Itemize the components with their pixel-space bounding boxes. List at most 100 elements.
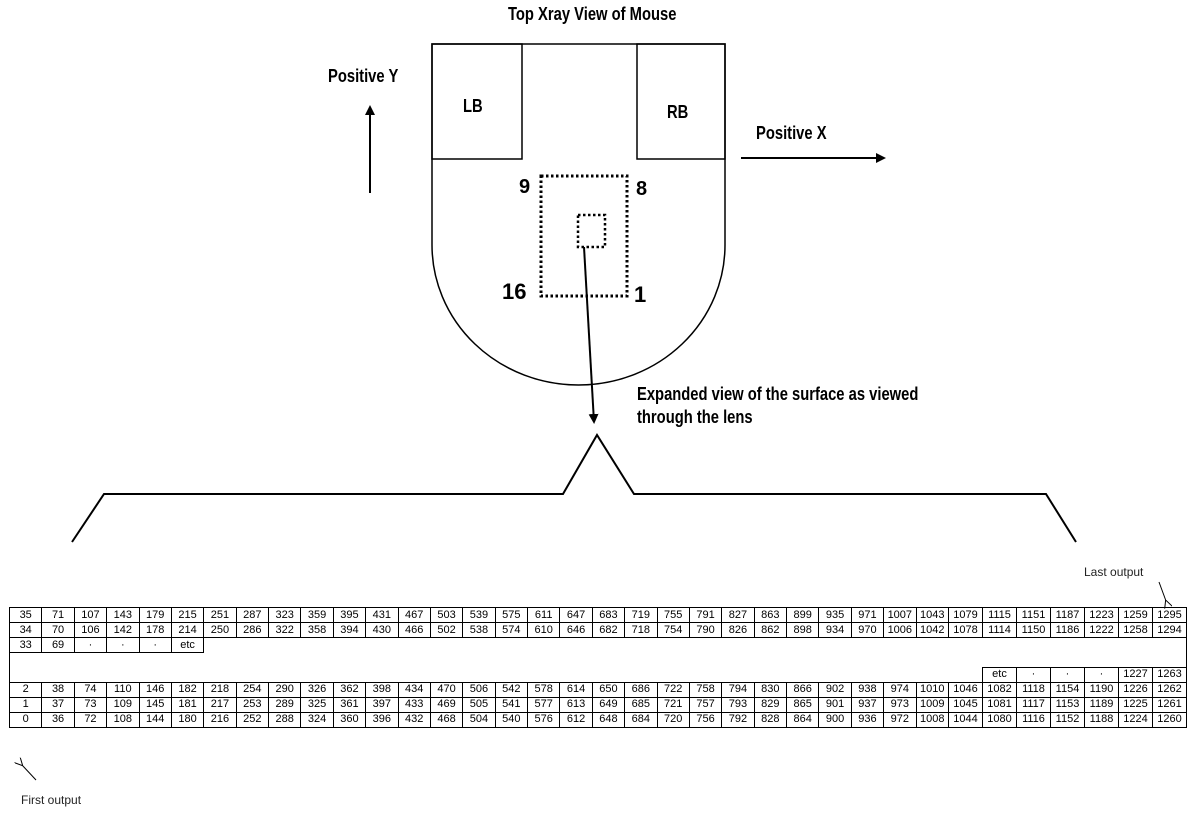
table-cell: 576 — [526, 711, 561, 728]
table-cell: 1080 — [982, 711, 1017, 728]
table-cell: 934 — [818, 622, 852, 638]
table-cell: 1189 — [1084, 696, 1119, 713]
expanded-view-caption-line2: through the lens — [637, 407, 753, 427]
table-cell: 181 — [170, 696, 205, 713]
table-cell: 575 — [494, 607, 529, 623]
table-cell: 754 — [656, 622, 690, 638]
table-cell: 829 — [753, 696, 788, 713]
table-cell: 1186 — [1050, 622, 1085, 638]
table-cell: · — [1016, 666, 1051, 683]
table-cell-empty — [8, 652, 42, 667]
table-cell: 866 — [785, 681, 820, 698]
table-cell: 935 — [818, 607, 852, 623]
table-cell: 826 — [721, 622, 755, 638]
table-cell: 1118 — [1016, 681, 1051, 698]
table-cell-empty — [236, 638, 268, 653]
table-cell-empty — [1017, 638, 1051, 653]
table-cell: 430 — [365, 622, 399, 638]
table-cell: 1044 — [948, 711, 983, 728]
table-cell-empty — [204, 667, 236, 682]
positive-y-label: Positive Y — [328, 66, 399, 86]
table-cell-empty — [107, 667, 139, 682]
table-cell: 74 — [73, 681, 108, 698]
table-cell-empty — [301, 638, 333, 653]
table-cell: 898 — [785, 622, 820, 638]
table-cell: 1262 — [1152, 681, 1187, 698]
table-cell-empty — [171, 667, 203, 682]
table-cell-empty — [722, 638, 754, 653]
table-cell: 864 — [785, 711, 820, 728]
table-cell: 757 — [688, 696, 723, 713]
table-cell: 110 — [106, 681, 140, 698]
table-cell: 72 — [73, 711, 108, 728]
table-cell: 793 — [721, 696, 755, 713]
table-cell-empty — [139, 667, 171, 682]
table-cell: 467 — [397, 607, 431, 623]
table-cell: 830 — [753, 681, 788, 698]
table-cell-empty — [787, 653, 819, 668]
table-cell: 578 — [526, 681, 561, 698]
table-cell: 611 — [526, 607, 561, 623]
table-cell: 468 — [429, 711, 464, 728]
table-cell: 323 — [267, 607, 302, 623]
table-cell: 142 — [106, 622, 140, 638]
table-cell: 1258 — [1118, 622, 1153, 638]
table-cell: 1043 — [915, 607, 949, 623]
table-cell-empty — [851, 667, 883, 682]
table-cell-empty — [949, 667, 983, 682]
table-cell-empty — [983, 638, 1017, 653]
table-cell: 722 — [656, 681, 690, 698]
table-cell-empty — [1017, 653, 1051, 668]
table-cell: 250 — [203, 622, 237, 638]
table-cell-empty — [949, 653, 983, 668]
expansion-bracket — [71, 433, 1077, 543]
table-cell: 218 — [203, 681, 237, 698]
table-cell-empty — [333, 638, 365, 653]
table-cell-empty — [430, 667, 462, 682]
table-cell: 937 — [850, 696, 885, 713]
table-cell: 324 — [300, 711, 334, 728]
table-cell-empty — [1119, 653, 1153, 668]
table-cell: 71 — [41, 607, 75, 623]
table-cell-empty — [366, 653, 398, 668]
positive-x-label: Positive X — [756, 123, 827, 143]
table-cell: 38 — [41, 681, 75, 698]
table-cell: 146 — [138, 681, 172, 698]
table-cell: 1151 — [1016, 607, 1051, 623]
table-cell-empty — [107, 653, 139, 668]
table-cell: 721 — [656, 696, 690, 713]
table-cell: 901 — [818, 696, 852, 713]
table-cell-empty — [528, 667, 560, 682]
table-cell: 109 — [106, 696, 140, 713]
table-cell-empty — [269, 638, 301, 653]
table-cell: 899 — [785, 607, 820, 623]
table-cell: 1153 — [1050, 696, 1085, 713]
table-cell: 358 — [300, 622, 334, 638]
table-cell: 506 — [462, 681, 496, 698]
table-cell: 682 — [591, 622, 626, 638]
table-cell-empty — [625, 653, 657, 668]
table-cell: 361 — [332, 696, 367, 713]
table-cell: 362 — [332, 681, 367, 698]
table-cell: 1010 — [915, 681, 949, 698]
table-cell: 1226 — [1118, 681, 1153, 698]
mouse-body-outline — [431, 43, 726, 386]
table-cell: 2 — [8, 681, 43, 698]
table-cell: 180 — [170, 711, 205, 728]
expanded-view-caption-line1: Expanded view of the surface as viewed — [637, 384, 919, 404]
table-cell-empty — [8, 667, 42, 682]
table-cell: 542 — [494, 681, 529, 698]
table-cell: 756 — [688, 711, 723, 728]
table-cell-empty — [463, 638, 495, 653]
corner-label-top-left: 9 — [519, 176, 531, 198]
table-cell: 827 — [721, 607, 755, 623]
table-cell: 470 — [429, 681, 464, 698]
table-cell: · — [106, 637, 140, 653]
expansion-arrow — [583, 246, 599, 424]
table-cell: 1227 — [1118, 666, 1153, 683]
table-cell-empty — [819, 667, 851, 682]
table-cell: 1078 — [948, 622, 983, 638]
table-cell-empty — [333, 667, 365, 682]
table-cell: 1261 — [1152, 696, 1187, 713]
